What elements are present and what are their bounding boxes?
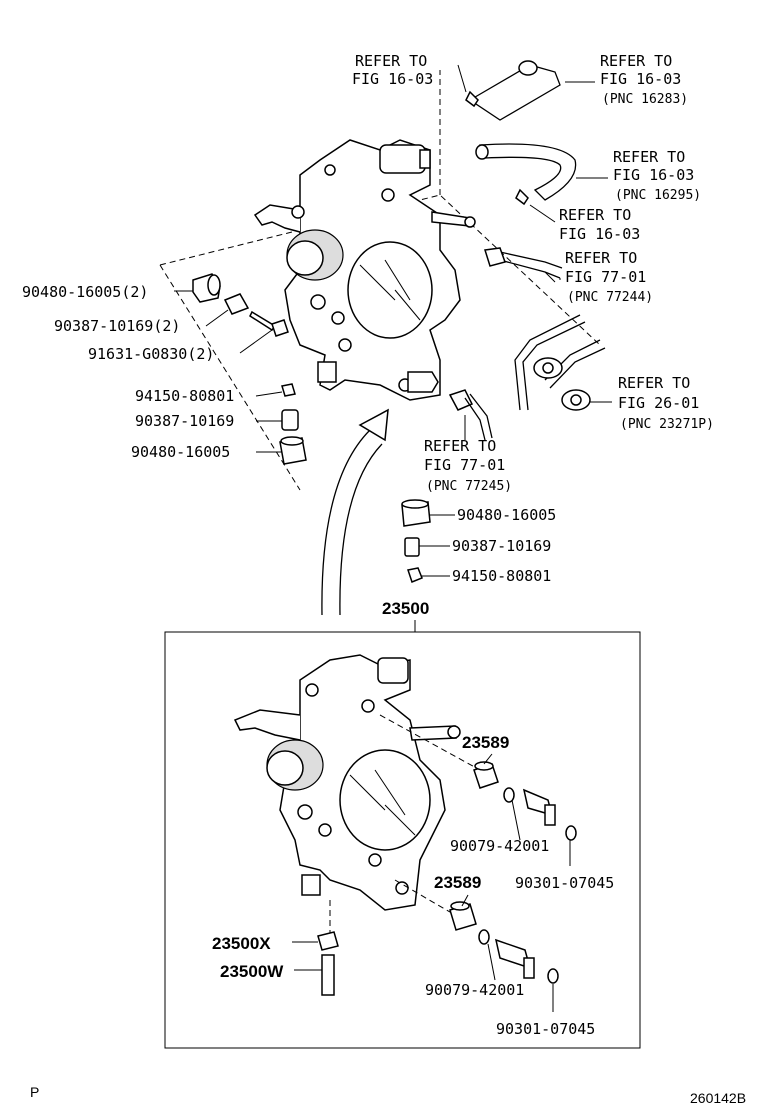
part-number: 94150-80801 (135, 387, 234, 405)
part-number: 91631-G0830(2) (88, 345, 214, 363)
callout-ref-d: REFER TO FIG 16-03 (559, 206, 640, 243)
callout-ref-c: REFER TO FIG 16-03 (PNC 16295) (613, 148, 701, 203)
callout-ref-a: REFER TO FIG 16-03 (352, 52, 433, 88)
part-number: 90387-10169(2) (54, 317, 180, 335)
footer: P 260142B (30, 1084, 746, 1106)
part-number: 23500X (212, 934, 271, 953)
callout-text: (PNC 16295) (615, 188, 701, 203)
callout-ref-b: REFER TO FIG 16-03 (PNC 16283) (600, 52, 688, 107)
callout-ref-f: REFER TO FIG 26-01 (PNC 23271P) (618, 374, 714, 432)
part-number: 90480-16005 (131, 443, 230, 461)
callout-text: (PNC 77244) (567, 290, 653, 305)
part-number: 90480-16005 (457, 506, 556, 524)
part-number: 23500W (220, 962, 284, 981)
lower-small-parts (317, 761, 577, 996)
callout-text: REFER TO (559, 206, 631, 224)
part-number: 90387-10169 (452, 537, 551, 555)
callout-text: REFER TO (600, 52, 672, 70)
callout-text: (PNC 77245) (426, 479, 512, 494)
figure-code: 260142B (690, 1090, 746, 1106)
callout-text: FIG 26-01 (618, 394, 699, 412)
leader-lines-lower (292, 753, 571, 1012)
callout-text: REFER TO (565, 249, 637, 267)
part-number: 90079-42001 (450, 837, 549, 855)
part-number: 94150-80801 (452, 567, 551, 585)
upper-pump-body (159, 70, 601, 491)
callout-ref-g: REFER TO FIG 77-01 (PNC 77245) (424, 437, 512, 494)
leader-lines-upper (174, 64, 612, 577)
part-number: 90301-07045 (515, 874, 614, 892)
part-number: 90079-42001 (425, 981, 524, 999)
small-parts-left (192, 273, 307, 465)
part-number: 90301-07045 (496, 1020, 595, 1038)
callout-text: REFER TO (355, 52, 427, 70)
callout-text: FIG 16-03 (352, 70, 433, 88)
assembly-box (164, 631, 641, 1049)
assembly-number: 23500 (382, 599, 429, 618)
part-number: 90387-10169 (135, 412, 234, 430)
callout-text: (PNC 23271P) (620, 417, 714, 432)
small-parts-center (401, 499, 431, 583)
callout-text: FIG 77-01 (424, 456, 505, 474)
callout-text: FIG 77-01 (565, 268, 646, 286)
lower-pump-body (233, 654, 481, 935)
callout-text: REFER TO (613, 148, 685, 166)
callout-text: REFER TO (618, 374, 690, 392)
callout-text: REFER TO (424, 437, 496, 455)
callout-text: FIG 16-03 (613, 166, 694, 184)
part-number: 90480-16005(2) (22, 283, 148, 301)
callout-ref-e: REFER TO FIG 77-01 (PNC 77244) (565, 249, 653, 305)
fuel-pipes-upper (448, 60, 606, 441)
part-number: 23589 (434, 873, 481, 892)
part-number: 23589 (462, 733, 509, 752)
part-labels: 90480-16005(2) 90387-10169(2) 91631-G083… (22, 283, 614, 1038)
callout-text: FIG 16-03 (559, 225, 640, 243)
callout-text: FIG 16-03 (600, 70, 681, 88)
footer-left: P (30, 1084, 39, 1100)
assembly-arrow (321, 408, 389, 616)
callout-text: (PNC 16283) (602, 92, 688, 107)
